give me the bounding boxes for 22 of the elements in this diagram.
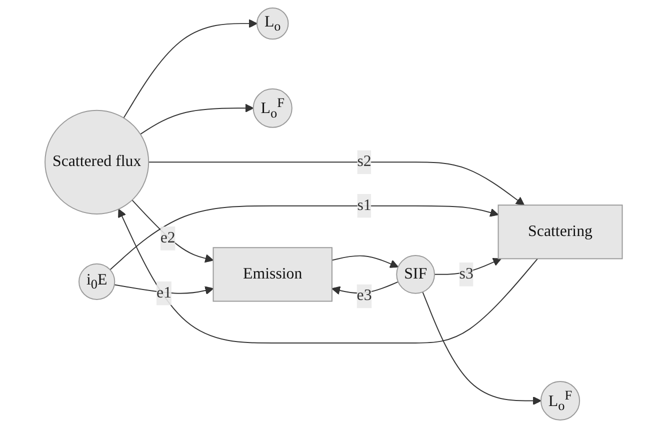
arrow — [140, 104, 254, 135]
edge-label: e1 — [156, 284, 172, 302]
node-circle: Scattered flux — [44, 110, 149, 214]
edge-label: s1 — [357, 196, 372, 214]
arrow — [123, 19, 258, 118]
edge-label: e2 — [160, 230, 176, 246]
node-box: Scattering — [498, 204, 623, 260]
node-circle: L$_{o}$ — [256, 7, 289, 40]
node-circle: SIF — [396, 255, 435, 294]
arrow — [118, 208, 538, 344]
node-circle: i$_{0}$E — [78, 263, 115, 300]
node-box: Emission — [212, 247, 332, 302]
arrow — [131, 200, 214, 263]
edge-label: s2 — [357, 153, 372, 170]
arrow — [331, 255, 398, 268]
arrow — [114, 284, 214, 295]
arrow — [434, 258, 502, 275]
arrow — [148, 162, 524, 206]
edge-label: e3 — [356, 287, 372, 304]
arrow — [422, 292, 542, 406]
edge-label: s3 — [459, 265, 474, 282]
arrow — [109, 205, 498, 270]
